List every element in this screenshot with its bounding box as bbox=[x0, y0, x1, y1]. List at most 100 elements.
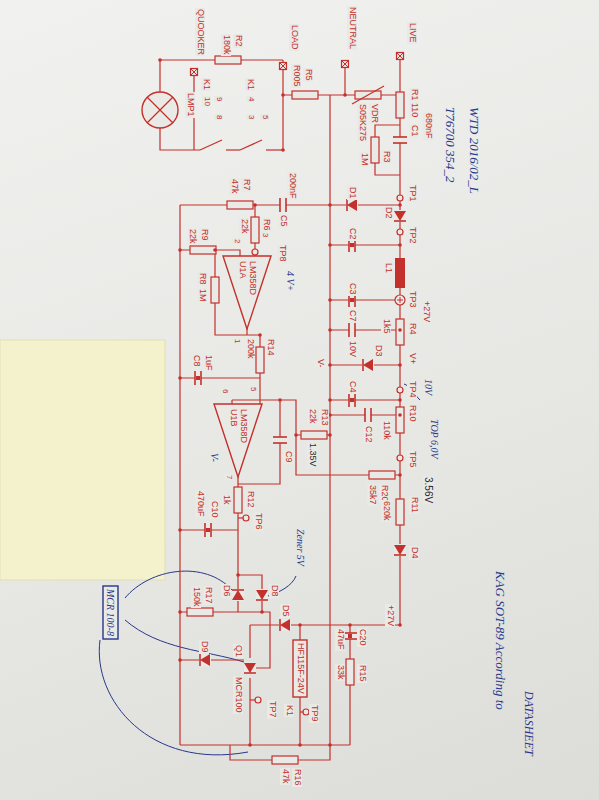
part-label: 1uF bbox=[203, 354, 213, 372]
diode-gap bbox=[394, 544, 406, 556]
resistor-symbol bbox=[211, 277, 219, 303]
part-label: 110k bbox=[381, 420, 391, 441]
diode-gap bbox=[232, 589, 244, 601]
part-label: LIVE bbox=[407, 22, 417, 44]
part-label: V- bbox=[315, 358, 325, 369]
wire bbox=[160, 128, 200, 150]
junction-dot bbox=[328, 398, 332, 402]
part-label: R13 bbox=[319, 408, 329, 427]
part-label: R11 bbox=[409, 496, 419, 514]
capacitor-symbol bbox=[285, 198, 287, 212]
junction-dot bbox=[348, 623, 352, 627]
part-label: 3.56V bbox=[423, 476, 434, 504]
diode-symbol bbox=[347, 199, 357, 211]
handwritten-note: T76700 354_2 bbox=[443, 106, 457, 183]
node-label: LM358D bbox=[247, 261, 257, 295]
part-label: VDR bbox=[369, 103, 379, 124]
terminal-symbol bbox=[342, 61, 349, 68]
junction-dot bbox=[398, 328, 402, 332]
junction-dot bbox=[328, 328, 332, 332]
part-label: 150k bbox=[191, 586, 201, 608]
capacitor-symbol bbox=[279, 198, 281, 212]
part-label: 47k bbox=[229, 178, 239, 195]
part-label: K1 bbox=[284, 704, 294, 717]
junction-dot bbox=[398, 623, 402, 627]
test-point bbox=[397, 229, 403, 235]
diode-bar bbox=[244, 672, 256, 674]
part-label: D4 bbox=[409, 546, 419, 560]
handwritten-note: Zener 5V bbox=[295, 528, 306, 567]
part-label: D5 bbox=[280, 604, 290, 618]
part-label: 200k bbox=[245, 338, 255, 360]
part-label: 470uF bbox=[195, 490, 205, 518]
resistor-symbol bbox=[256, 347, 264, 373]
handwritten-note: TOP 6,0V bbox=[429, 418, 440, 460]
resistor-symbol bbox=[396, 319, 404, 345]
capacitor-symbol bbox=[348, 393, 350, 407]
wire bbox=[180, 377, 260, 378]
resistor-symbol bbox=[396, 407, 404, 433]
junction-dot bbox=[343, 93, 347, 97]
part-label: 1 bbox=[232, 338, 241, 344]
part-label: R5 bbox=[303, 68, 313, 82]
capacitor-symbol bbox=[200, 371, 202, 385]
handwritten-note: 10V bbox=[423, 378, 434, 396]
polarity-mark bbox=[350, 298, 354, 302]
wire bbox=[330, 299, 400, 300]
lamp-symbol bbox=[147, 97, 173, 123]
part-label: R15 bbox=[357, 664, 367, 683]
part-label: 180k bbox=[221, 34, 231, 56]
node-label: U1B bbox=[228, 409, 238, 443]
resistor-symbol bbox=[396, 499, 404, 525]
resistor-symbol bbox=[190, 246, 216, 254]
wire bbox=[180, 744, 350, 745]
supply-point bbox=[395, 295, 405, 305]
resistor-symbol bbox=[215, 56, 241, 64]
part-label: D6 bbox=[221, 584, 231, 598]
junction-dot bbox=[398, 413, 402, 417]
diode-symbol bbox=[394, 211, 406, 221]
part-label: C4 bbox=[347, 380, 357, 394]
handwritten-leader bbox=[125, 571, 232, 598]
junction-dot bbox=[178, 528, 182, 532]
junction-dot bbox=[298, 623, 302, 627]
terminal-symbol bbox=[280, 63, 286, 69]
capacitor-symbol bbox=[393, 136, 407, 138]
capacitor-gap bbox=[392, 137, 408, 143]
diode-bar bbox=[394, 220, 406, 222]
junction-dot bbox=[298, 743, 302, 747]
part-label: 47uF bbox=[335, 628, 345, 651]
junction-dot bbox=[236, 573, 240, 577]
node-text: HF115F-24V bbox=[295, 643, 305, 694]
part-label: 5 bbox=[260, 114, 269, 120]
wire bbox=[226, 149, 240, 150]
diode-gap bbox=[362, 359, 374, 371]
part-label: MCR100 bbox=[233, 676, 243, 714]
diode-symbol bbox=[280, 619, 290, 631]
part-label: 33k bbox=[335, 664, 345, 681]
wire bbox=[344, 68, 345, 95]
part-label: C1 bbox=[409, 124, 419, 138]
supply-point bbox=[400, 297, 401, 303]
wire bbox=[299, 625, 300, 641]
polarity-mark bbox=[196, 376, 200, 380]
relay-box: HF115F-24V bbox=[292, 639, 308, 698]
diode-gap bbox=[279, 619, 291, 631]
junction-dot bbox=[178, 658, 182, 662]
diode-bar bbox=[279, 619, 281, 631]
part-label: L1 bbox=[383, 262, 393, 274]
node-shape bbox=[223, 256, 271, 329]
part-label: K1 bbox=[245, 78, 255, 91]
diode-symbol bbox=[232, 590, 244, 600]
capacitor-gap bbox=[195, 370, 201, 386]
wire bbox=[330, 244, 400, 245]
varistor-mark bbox=[352, 86, 384, 104]
node-label: HF115F-24V bbox=[295, 643, 305, 694]
test-point bbox=[397, 455, 403, 461]
node-label: U1A bbox=[237, 261, 247, 295]
capacitor-gap bbox=[280, 197, 286, 213]
junction-dot bbox=[398, 363, 402, 367]
inductor-symbol bbox=[395, 258, 405, 288]
terminal-symbol bbox=[342, 61, 348, 67]
resistor-symbol bbox=[396, 92, 404, 118]
